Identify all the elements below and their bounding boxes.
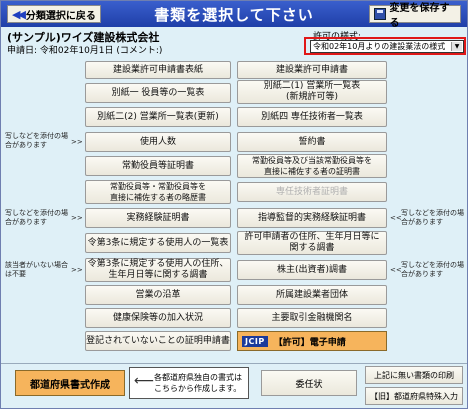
bessatsu4-button[interactable]: 別紙四 専任技術者一覧表 <box>237 107 387 127</box>
note-left-2: 写しなどを添付の場 合があります <box>5 209 68 226</box>
joukin-ryakureki-button[interactable]: 常勤役員等・常勤役員等を 直接に補佐する者の略歴書 <box>85 180 231 204</box>
sennin-button[interactable]: 専任技術者証明書 <box>237 182 387 202</box>
bessatsu1-button[interactable]: 別紙一 役員等の一覧表 <box>85 83 231 103</box>
note-right-1: 写しなどを添付の場 合があります <box>401 209 464 226</box>
shozoku-dantai-button[interactable]: 所属建設業者団体 <box>237 285 387 305</box>
dropdown-arrow-icon: ▼ <box>451 42 462 51</box>
back-to-category-button[interactable]: ◀◀ 分類選択に戻る <box>7 5 101 23</box>
joukin-hojyo-button[interactable]: 常勤役員等及び当該常勤役員等を 直接に補佐する者の証明書 <box>237 154 387 178</box>
bessatsu2-2-button[interactable]: 別紙二(2) 営業所一覧表(更新) <box>85 107 231 127</box>
seiyaku-button[interactable]: 誓約書 <box>237 132 387 152</box>
kyoka-shinseisha-button[interactable]: 許可申請者の住所、生年月日等に 関する調書 <box>237 231 387 255</box>
inin-button[interactable]: 委任状 <box>261 370 357 396</box>
shidou-button[interactable]: 指導監督的実務経験証明書 <box>237 208 387 228</box>
bessatsu2-1-button[interactable]: 別紙二(1) 営業所一覧表 (新規許可等) <box>237 80 387 104</box>
note-arrow-right-2: << <box>390 266 402 274</box>
rei3jou-chousho-button[interactable]: 令第3条に規定する使用人の住所、 生年月日等に関する調書 <box>85 258 231 282</box>
touki-button[interactable]: 登記されていないことの証明申請書 <box>85 331 231 351</box>
save-label: 変更を保存する <box>389 3 450 29</box>
back-label: 分類選択に戻る <box>25 10 96 22</box>
kyoka-shinsei-button[interactable]: 建設業許可申請書 <box>237 61 387 79</box>
title-bar: ◀◀ 分類選択に戻る 書類を選択して下さい 変更を保存する <box>1 1 467 29</box>
kyoka-hyoshi-button[interactable]: 建設業許可申請書表紙 <box>85 61 231 79</box>
format-select[interactable]: 令和02年10月よりの建設業法の様式 ▼ <box>310 40 464 53</box>
double-left-arrow-icon: ◀◀ <box>12 7 26 21</box>
note-right-2: 写しなどを添付の場 合があります <box>401 261 464 278</box>
jcip-badge: JCIP <box>242 335 268 347</box>
prefecture-callout: ⟵ 各都道府県独自の書式は こちらから作成します。 <box>129 367 249 399</box>
company-name: (サンプル)ワイズ建設株式会社 <box>7 31 160 44</box>
save-changes-button[interactable]: 変更を保存する <box>369 3 461 29</box>
kabunushi-button[interactable]: 株主(出資者)調書 <box>237 260 387 280</box>
jcip-label: 【許可】電子申請 <box>273 337 346 348</box>
note-arrow-right-1: << <box>390 214 402 222</box>
note-left-1: 写しなどを添付の場 合があります <box>5 132 68 149</box>
highlight-box <box>304 37 466 55</box>
torihiki-ginkou-button[interactable]: 主要取引金融機関名 <box>237 308 387 328</box>
floppy-disk-icon <box>374 8 386 20</box>
callout-text: 各都道府県独自の書式は こちらから作成します。 <box>154 373 242 393</box>
note-arrow-left-2: >> <box>71 214 83 222</box>
prefecture-format-button[interactable]: 都道府県書式作成 <box>15 370 125 396</box>
print-other-button[interactable]: 上記に無い書類の印刷 <box>365 366 463 384</box>
divider <box>1 363 467 364</box>
rei3jou-ichiran-button[interactable]: 令第3条に規定する使用人の一覧表 <box>85 233 231 253</box>
jcip-electronic-application-button[interactable]: JCIP 【許可】電子申請 <box>237 331 387 351</box>
jitsumu-button[interactable]: 実務経験証明書 <box>85 208 231 228</box>
note-arrow-left-1: >> <box>71 138 83 146</box>
special-input-button[interactable]: 【旧】都道府県特殊入力 <box>365 387 463 405</box>
left-arrow-icon: ⟵ <box>134 373 155 389</box>
shiyounin-button[interactable]: 使用人数 <box>85 132 231 152</box>
kenkou-hoken-button[interactable]: 健康保険等の加入状況 <box>85 308 231 328</box>
application-date: 申請日: 令和02年10月1日 (コメント:) <box>7 46 163 56</box>
page-title: 書類を選択して下さい <box>154 6 314 24</box>
note-arrow-left-3: >> <box>71 266 83 274</box>
note-left-3: 該当者がいない場合 は不要 <box>5 261 68 278</box>
format-select-value: 令和02年10月よりの建設業法の様式 <box>313 42 446 51</box>
eigyou-enkaku-button[interactable]: 営業の沿革 <box>85 285 231 305</box>
joukin-yakuin-button[interactable]: 常勤役員等証明書 <box>85 156 231 176</box>
